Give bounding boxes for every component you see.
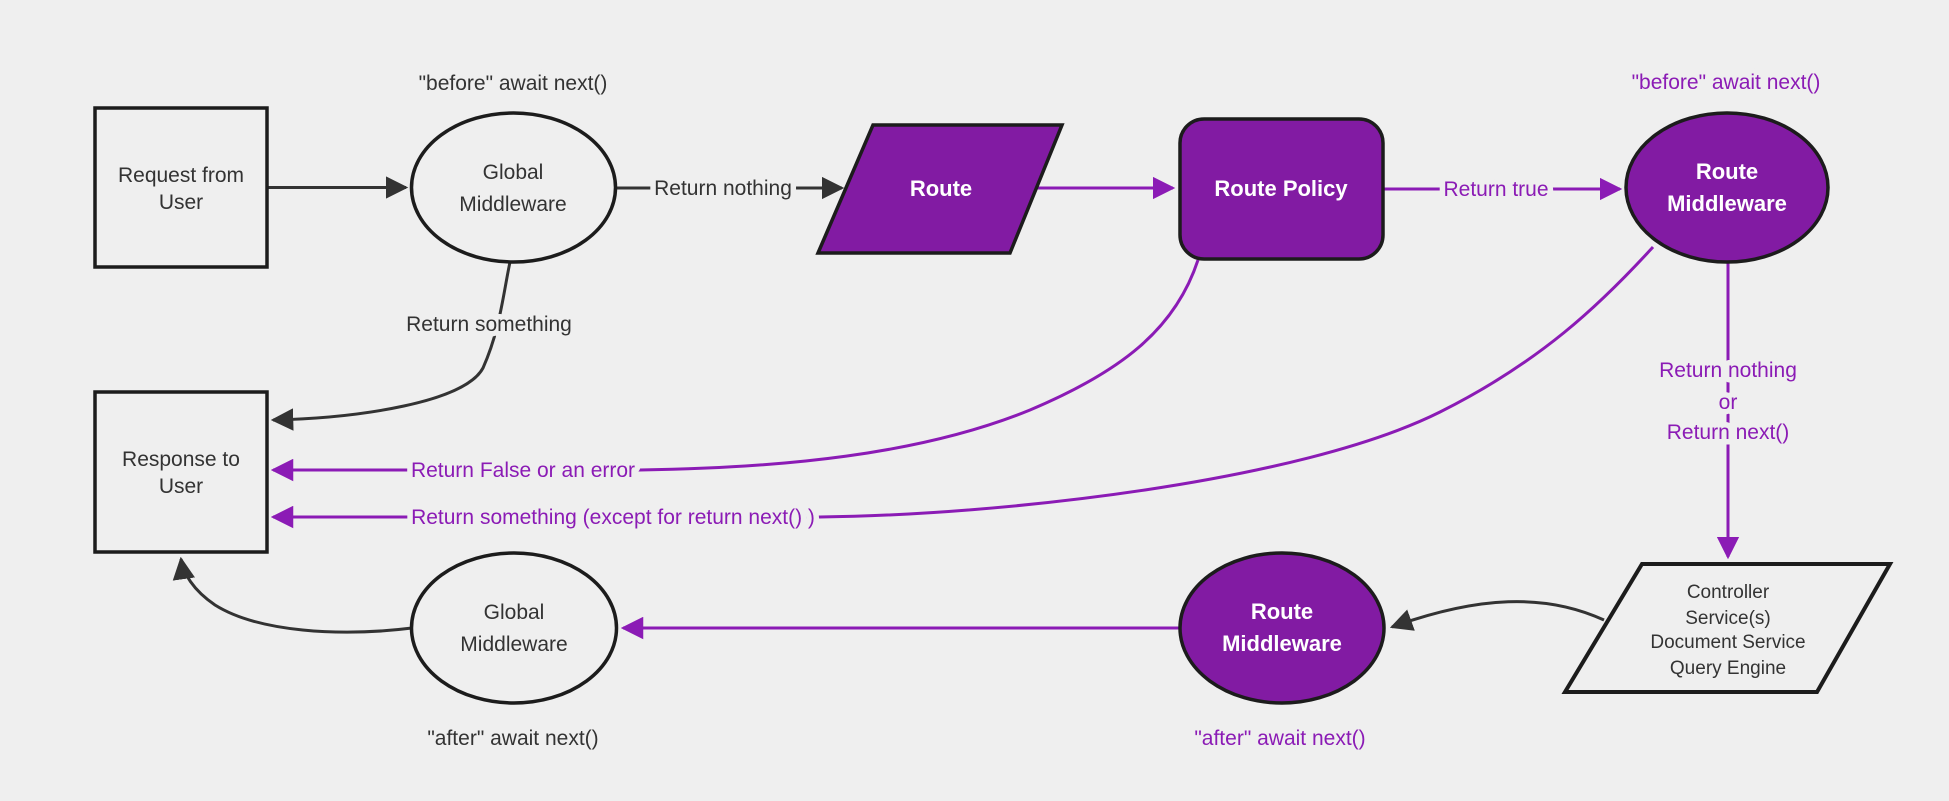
route-middleware-bottom-label-line1: Route [1251,599,1313,624]
global-middleware-bottom-label-line2: Middleware [460,633,567,656]
return-nothing-or-next-label-line1: Return nothing [1659,359,1797,382]
response-to-user-label-line1: Response to [122,448,240,471]
return-something-label: Return something [406,313,572,336]
route-label: Route [910,176,972,201]
services-label-line2: Service(s) [1685,608,1771,629]
services-label-line1: Controller [1687,582,1770,603]
after-await-next-global-label: "after" await next() [427,727,598,750]
request-from-user-label-line2: User [159,191,203,214]
global-middleware-bottom-ellipse [409,551,619,705]
request-from-user-box [93,106,269,269]
return-true-label: Return true [1443,178,1548,201]
route-policy-label: Route Policy [1214,176,1348,201]
route-policy-box [1178,117,1385,261]
request-from-user-label-line1: Request from [118,164,244,187]
return-nothing-label: Return nothing [654,177,792,200]
services-label-line4: Query Engine [1670,658,1786,679]
services-parallelogram [1561,562,1894,694]
edge-route-middleware-return-something-except [270,245,1655,529]
route-middleware-top-ellipse [1624,111,1830,264]
return-something-except-label: Return something (except for return next… [411,506,815,529]
edge-route-policy-return-false [270,259,1200,482]
global-middleware-top-label-line1: Global [483,161,544,184]
response-to-user-box [93,390,269,554]
edge-services-to-route-middleware-bottom [1389,600,1605,631]
edge-global-middleware-bottom-to-response [172,556,413,634]
route-parallelogram [815,123,1065,255]
route-middleware-bottom-label-line2: Middleware [1222,631,1342,656]
return-nothing-or-next-label-line3: Return next() [1667,421,1790,444]
edge-global-middleware-return-something [270,261,512,431]
response-to-user-label-line2: User [159,475,203,498]
global-middleware-top-label-line2: Middleware [459,193,566,216]
route-middleware-top-label-line1: Route [1696,159,1758,184]
route-middleware-top-label-line2: Middleware [1667,191,1787,216]
return-nothing-or-next-label-line2: or [1719,391,1738,414]
services-label-line3: Document Service [1650,632,1805,653]
before-await-next-global-label: "before" await next() [419,72,608,95]
global-middleware-top-ellipse [409,111,618,264]
global-middleware-bottom-label-line1: Global [484,601,545,624]
return-false-label: Return False or an error [411,459,635,482]
before-await-next-route-label: "before" await next() [1632,71,1821,94]
route-middleware-bottom-ellipse [1178,551,1386,705]
after-await-next-route-label: "after" await next() [1194,727,1365,750]
